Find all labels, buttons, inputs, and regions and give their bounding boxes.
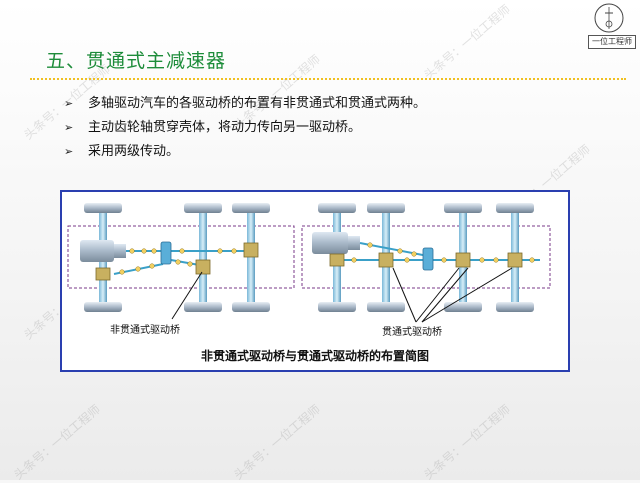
gearbox <box>348 236 360 250</box>
universal-joints <box>351 242 535 263</box>
axle-housing <box>378 252 394 268</box>
universal-joints <box>119 248 237 275</box>
bullet-text: 主动齿轮轴贯穿壳体，将动力传向另一驱动桥。 <box>88 120 362 135</box>
axle <box>199 212 207 306</box>
list-item: ➢ 采用两级传动。 <box>62 140 426 164</box>
bullet-list: ➢ 多轴驱动汽车的各驱动桥的布置有非贯通式和贯通式两种。 ➢ 主动齿轮轴贯穿壳体… <box>62 92 426 164</box>
axle-housing <box>195 259 211 275</box>
label-pointer <box>421 267 513 323</box>
tire <box>444 302 482 312</box>
tire <box>84 203 122 213</box>
tire <box>444 203 482 213</box>
drive-axle-diagram: 非贯通式驱动桥 <box>60 190 570 372</box>
list-item: ➢ 主动齿轮轴贯穿壳体，将动力传向另一驱动桥。 <box>62 116 426 140</box>
non-through-layout: 非贯通式驱动桥 <box>67 203 295 336</box>
label-pointer <box>392 267 417 323</box>
tire <box>496 302 534 312</box>
bullet-text: 采用两级传动。 <box>88 144 180 159</box>
axle-housing <box>95 267 111 281</box>
transfer-case <box>160 241 172 265</box>
arrow-bullet-icon: ➢ <box>64 121 74 134</box>
diagram-svg: 非贯通式驱动桥 <box>67 203 551 363</box>
engineer-logo-icon <box>584 2 638 48</box>
tire <box>184 302 222 312</box>
tire <box>367 203 405 213</box>
tire <box>318 302 356 312</box>
frame-outline <box>67 225 295 289</box>
tire <box>184 203 222 213</box>
logo-text: 一位工程师 <box>588 35 636 49</box>
non-through-axle-label: 非贯通式驱动桥 <box>110 323 180 336</box>
tire <box>232 203 270 213</box>
axle-housing <box>329 253 345 267</box>
figure-caption: 非贯通式驱动桥与贯通式驱动桥的布置简图 <box>201 348 429 363</box>
gearbox <box>114 244 126 258</box>
tire <box>496 203 534 213</box>
label-pointer <box>415 267 460 323</box>
axle-housing <box>455 252 471 268</box>
transfer-case <box>422 247 434 271</box>
bullet-text: 多轴驱动汽车的各驱动桥的布置有非贯通式和贯通式两种。 <box>88 96 427 111</box>
engine <box>312 232 348 254</box>
arrow-bullet-icon: ➢ <box>64 145 74 158</box>
label-pointer <box>171 271 203 320</box>
arrow-bullet-icon: ➢ <box>64 97 74 110</box>
axle-housing <box>507 252 523 268</box>
tire <box>84 302 122 312</box>
through-axle-label: 贯通式驱动桥 <box>382 325 442 338</box>
tire <box>232 302 270 312</box>
axle <box>247 212 255 306</box>
through-layout: 贯通式驱动桥 <box>301 203 551 338</box>
tire <box>318 203 356 213</box>
label-pointer <box>421 267 469 323</box>
axle-housing <box>243 242 259 258</box>
title-divider <box>30 78 626 80</box>
tire <box>367 302 405 312</box>
list-item: ➢ 多轴驱动汽车的各驱动桥的布置有非贯通式和贯通式两种。 <box>62 92 426 116</box>
page-title: 五、贯通式主减速器 <box>46 50 227 72</box>
engine <box>80 240 114 262</box>
